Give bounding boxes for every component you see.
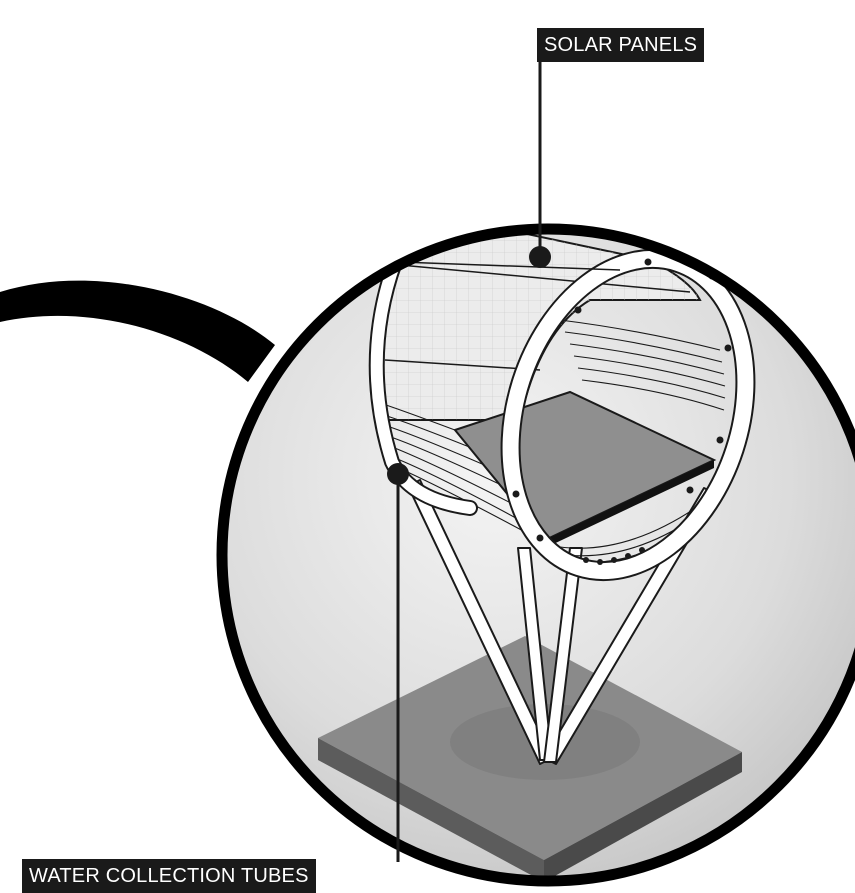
base-plate: [318, 636, 742, 881]
support-legs: [407, 479, 717, 765]
magnifier-lens: [216, 223, 855, 887]
water-tubes-leader: [387, 463, 409, 862]
magnifier-handle: [0, 280, 275, 382]
drum-front-ring: [500, 248, 756, 582]
solar-panels-leader: [529, 60, 551, 268]
water-collection-tubes-label: WATER COLLECTION TUBES: [22, 859, 316, 893]
solar-panels-label: SOLAR PANELS: [537, 28, 705, 62]
drum-back-ring: [368, 254, 621, 516]
